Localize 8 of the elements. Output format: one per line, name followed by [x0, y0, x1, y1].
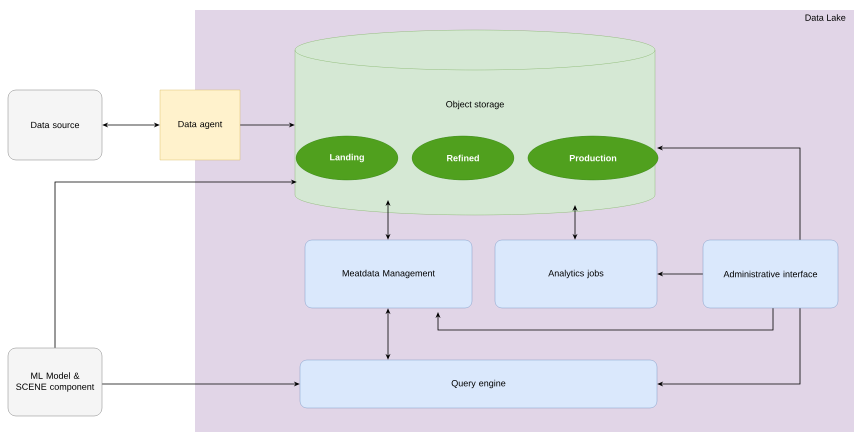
rounded-box: Data source: [8, 90, 102, 160]
process-box: Analytics jobs: [494, 240, 658, 308]
rounded-box: ML Model & SCENE component: [8, 348, 102, 416]
agent-box: Data agent: [160, 90, 240, 160]
process-box: Meatdata Management: [304, 240, 472, 308]
arrow: [435, 308, 774, 330]
process-box: Query engine: [300, 360, 658, 408]
process-box: Administrative interface: [702, 240, 838, 308]
